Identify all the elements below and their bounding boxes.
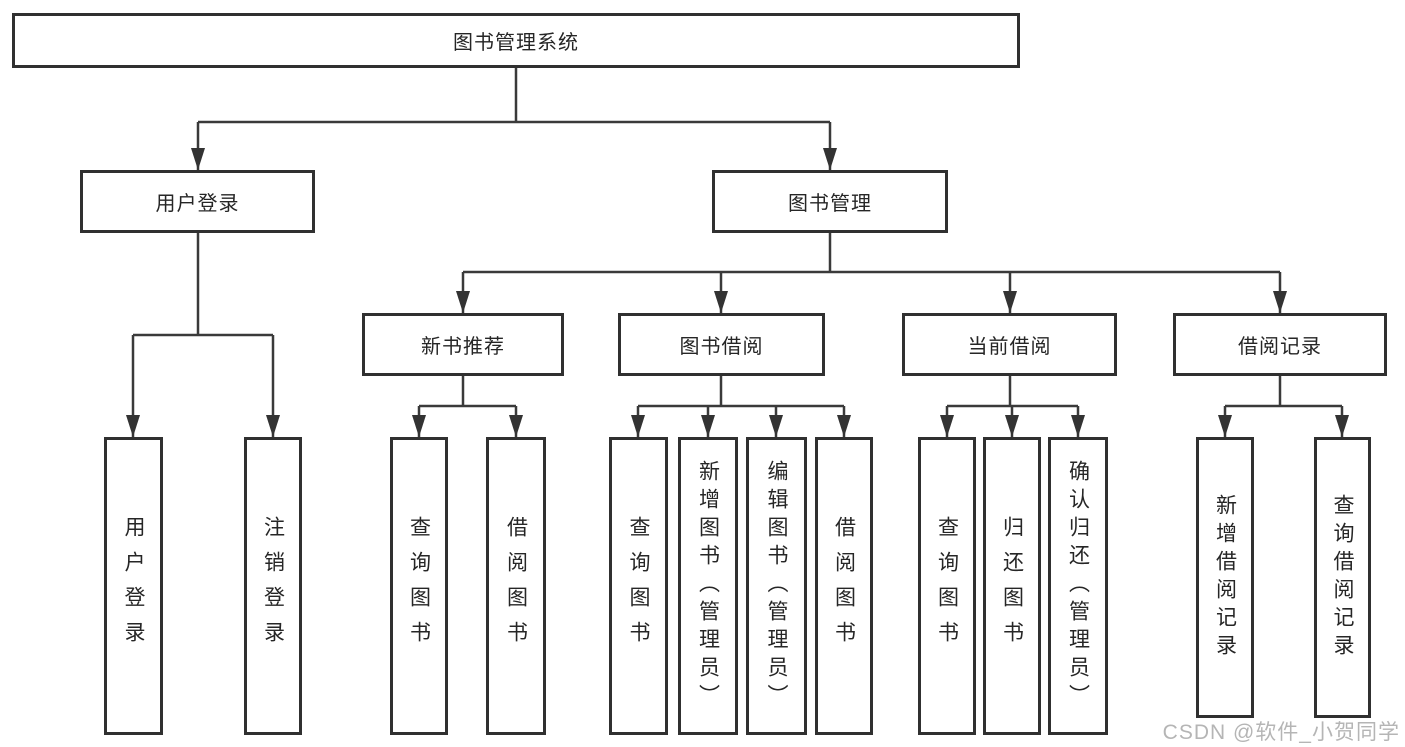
node-user-login: 用户登录 <box>80 170 315 233</box>
node-new-book-recommendation: 新书推荐 <box>362 313 564 376</box>
node-book-borrowing: 图书借阅 <box>618 313 825 376</box>
leaf-edit-book-admin: 编辑图书（管理员） <box>746 437 807 735</box>
leaf-confirm-return-admin: 确认归还（管理员） <box>1048 437 1108 735</box>
leaf-logout: 注销登录 <box>244 437 302 735</box>
arrowheads <box>126 148 1349 437</box>
leaf-add-book-admin: 新增图书（管理员） <box>678 437 738 735</box>
csdn-watermark: CSDN @软件_小贺同学 <box>1162 721 1400 744</box>
leaf-query-books-current: 查询图书 <box>918 437 976 735</box>
leaf-borrow-books-recommend: 借阅图书 <box>486 437 546 735</box>
leaf-borrow-books-borrowing: 借阅图书 <box>815 437 873 735</box>
node-library-management-system: 图书管理系统 <box>12 13 1020 68</box>
node-borrowing-records: 借阅记录 <box>1173 313 1387 376</box>
node-book-management: 图书管理 <box>712 170 948 233</box>
leaf-query-borrow-record: 查询借阅记录 <box>1314 437 1371 718</box>
leaf-user-login: 用户登录 <box>104 437 163 735</box>
leaf-return-book: 归还图书 <box>983 437 1041 735</box>
leaf-query-books-recommend: 查询图书 <box>390 437 448 735</box>
node-current-borrowing: 当前借阅 <box>902 313 1117 376</box>
leaf-add-borrow-record: 新增借阅记录 <box>1196 437 1254 718</box>
leaf-query-books-borrowing: 查询图书 <box>609 437 668 735</box>
